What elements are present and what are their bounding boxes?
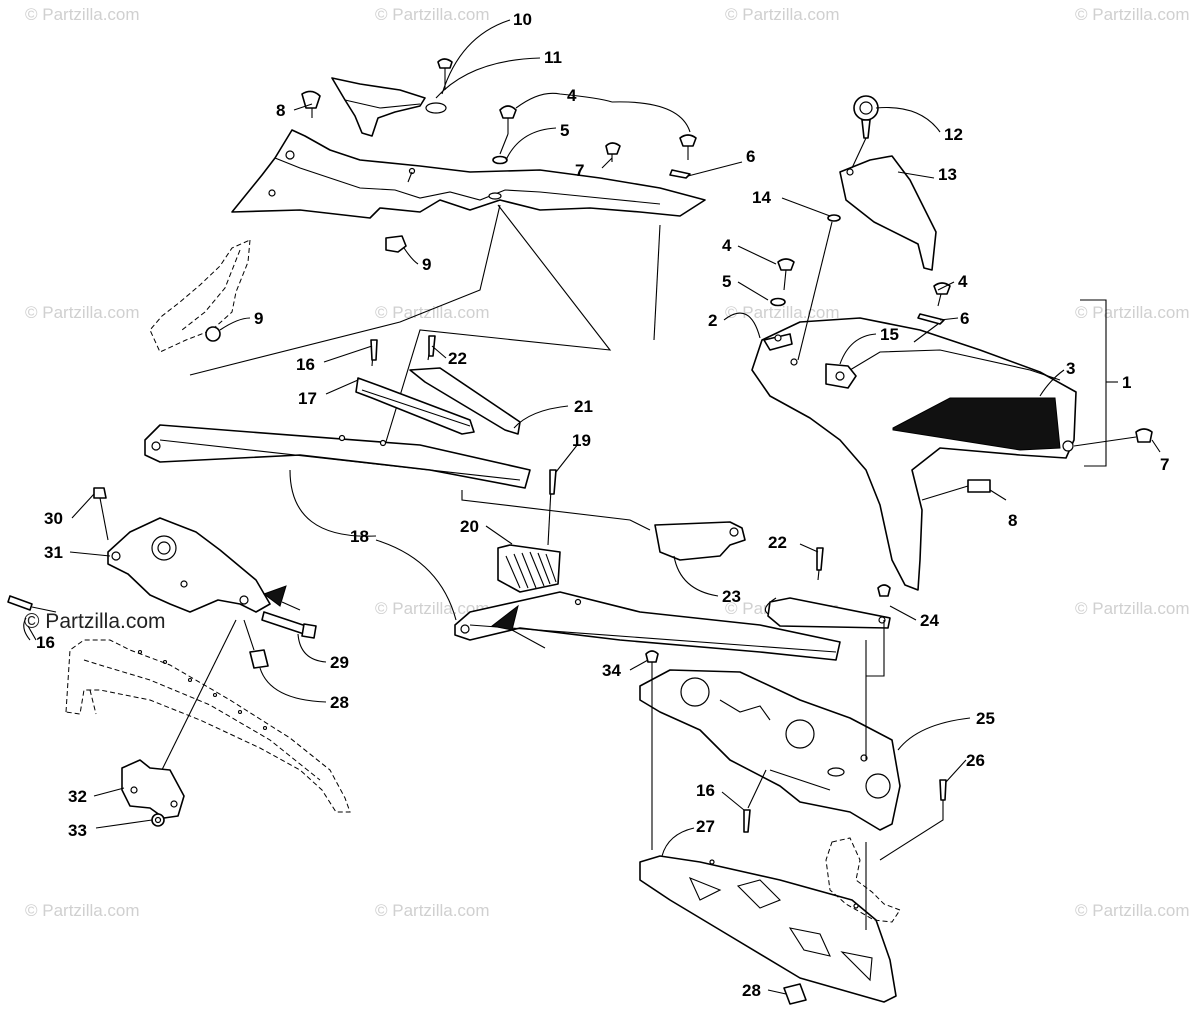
callout-5: 5 (722, 272, 731, 291)
dashed-body-outline-upper (149, 239, 251, 353)
watermark: © Partzilla.com (1075, 901, 1190, 920)
callout-31: 31 (44, 543, 63, 562)
callout-2: 2 (708, 311, 717, 330)
callout-5: 5 (560, 121, 569, 140)
callout-23: 23 (722, 587, 741, 606)
watermark-prominent: © Partzilla.com (24, 610, 166, 633)
watermark: © Partzilla.com (25, 5, 140, 24)
callout-26: 26 (966, 751, 985, 770)
watermark: © Partzilla.com (725, 5, 840, 24)
lower-crossbar (454, 469, 891, 661)
callout-25: 25 (976, 709, 995, 728)
callout-4: 4 (567, 86, 577, 105)
upper-crossbar (144, 335, 531, 489)
callout-29: 29 (330, 653, 349, 672)
callout-9: 9 (422, 255, 431, 274)
air-duct-part-11 (331, 77, 447, 137)
callout-8: 8 (1008, 511, 1017, 530)
callout-21: 21 (574, 397, 593, 416)
callout-9: 9 (254, 309, 263, 328)
watermarks: © Partzilla.com © Partzilla.com © Partzi… (24, 5, 1190, 920)
callout-13: 13 (938, 165, 957, 184)
callout-3: 3 (1066, 359, 1075, 378)
watermark: © Partzilla.com (1075, 303, 1190, 322)
callout-12: 12 (944, 125, 963, 144)
callout-4: 4 (722, 236, 732, 255)
callout-leaders (27, 19, 1161, 995)
watermark: © Partzilla.com (375, 5, 490, 24)
callout-32: 32 (68, 787, 87, 806)
watermark: © Partzilla.com (25, 303, 140, 322)
callout-8: 8 (276, 101, 285, 120)
plate-part-32 (121, 759, 185, 827)
callout-labels: 10 11 8 4 5 7 6 9 9 12 13 14 4 5 4 6 2 1… (36, 10, 1169, 1000)
fasteners-top-left (205, 58, 697, 342)
assembly-bracket-1 (1080, 299, 1107, 467)
callout-22: 22 (768, 533, 787, 552)
callout-16: 16 (296, 355, 315, 374)
watermark: © Partzilla.com (25, 901, 140, 920)
rivet-left (7, 595, 57, 641)
dashed-frame-lower-left (65, 639, 351, 813)
callout-10: 10 (513, 10, 532, 29)
callout-1: 1 (1122, 373, 1131, 392)
watermark: © Partzilla.com (375, 901, 490, 920)
callout-20: 20 (460, 517, 479, 536)
callout-4: 4 (958, 272, 968, 291)
right-side-panel (751, 317, 1153, 591)
callout-6: 6 (960, 309, 969, 328)
watermark: © Partzilla.com (1075, 599, 1190, 618)
callout-11: 11 (544, 48, 562, 67)
callout-18: 18 (350, 527, 369, 546)
callout-30: 30 (44, 509, 63, 528)
callout-19: 19 (572, 431, 591, 450)
callout-17: 17 (298, 389, 317, 408)
callout-16: 16 (696, 781, 715, 800)
assembly-lines-upper (189, 171, 661, 446)
callout-14: 14 (752, 188, 771, 207)
callout-7: 7 (575, 161, 584, 180)
watermark: © Partzilla.com (1075, 5, 1190, 24)
callout-6: 6 (746, 147, 755, 166)
handle-cover-part-13 (797, 95, 937, 361)
callout-28: 28 (742, 981, 761, 1000)
callout-22: 22 (448, 349, 467, 368)
callout-28: 28 (330, 693, 349, 712)
skid-plate-part-27 (639, 837, 901, 1005)
mount-bracket-part-31 (93, 487, 317, 791)
left-side-panel (231, 129, 706, 219)
callout-16: 16 (36, 633, 55, 652)
skid-plate-part-25 (639, 620, 947, 861)
watermark: © Partzilla.com (375, 599, 490, 618)
callout-15: 15 (880, 325, 899, 344)
callout-7: 7 (1160, 455, 1169, 474)
callout-34: 34 (602, 661, 621, 680)
callout-33: 33 (68, 821, 87, 840)
watermark: © Partzilla.com (375, 303, 490, 322)
callout-24: 24 (920, 611, 939, 630)
watermark: © Partzilla.com (725, 303, 840, 322)
callout-27: 27 (696, 817, 715, 836)
